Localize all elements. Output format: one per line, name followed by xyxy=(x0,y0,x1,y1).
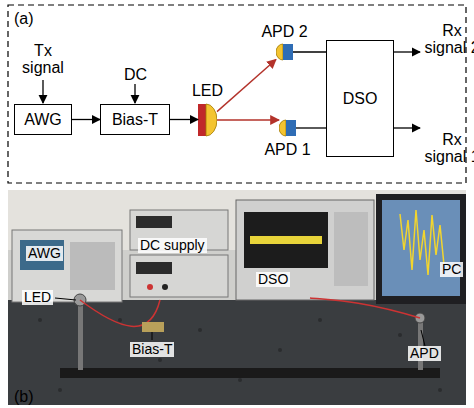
device-box: AWG xyxy=(14,104,72,135)
signal-wire xyxy=(72,119,100,120)
signal-label: (a) xyxy=(14,10,34,27)
part-label: APD 2 xyxy=(261,23,307,40)
photo xyxy=(8,190,466,405)
signal-label: Rx signal 1 xyxy=(423,131,474,165)
light-path xyxy=(217,119,279,120)
signal-label: Tx signal xyxy=(19,42,67,76)
output-wire xyxy=(394,51,420,52)
photo-label: PC xyxy=(440,262,463,277)
panel-frame xyxy=(8,5,466,183)
photodetector-symbol: APD 2 xyxy=(276,43,293,61)
part-label: LED xyxy=(192,82,223,99)
photo-label: DSO xyxy=(256,272,290,287)
photo-label: LED xyxy=(22,290,53,305)
led-symbol: LED xyxy=(198,102,217,138)
photo-label: Bias-T xyxy=(130,342,174,357)
apd-outline xyxy=(276,43,293,61)
signal-label: Rx signal 2 xyxy=(423,22,474,56)
led-outline xyxy=(198,102,217,138)
part-label: APD 1 xyxy=(264,141,310,158)
photo-label: DC supply xyxy=(138,238,207,253)
apd-outline xyxy=(279,119,296,137)
signal-label: (b) xyxy=(14,388,34,405)
device-box: Bias-T xyxy=(100,104,170,135)
signal-wire xyxy=(170,119,198,120)
signal-wire xyxy=(296,127,326,128)
box-label: Bias-T xyxy=(112,111,158,128)
photo-label: AWG xyxy=(26,246,63,261)
light-path xyxy=(217,60,276,112)
box-label: AWG xyxy=(24,111,62,128)
device-box: DSO xyxy=(326,40,394,157)
photo-label: APD xyxy=(408,346,441,361)
signal-label: DC xyxy=(124,66,147,83)
signal-wire xyxy=(293,51,326,52)
dc-wire xyxy=(134,84,135,103)
photodetector-symbol: APD 1 xyxy=(279,119,296,137)
output-wire xyxy=(394,127,420,128)
box-label: DSO xyxy=(343,90,378,107)
input-wire xyxy=(42,80,43,103)
